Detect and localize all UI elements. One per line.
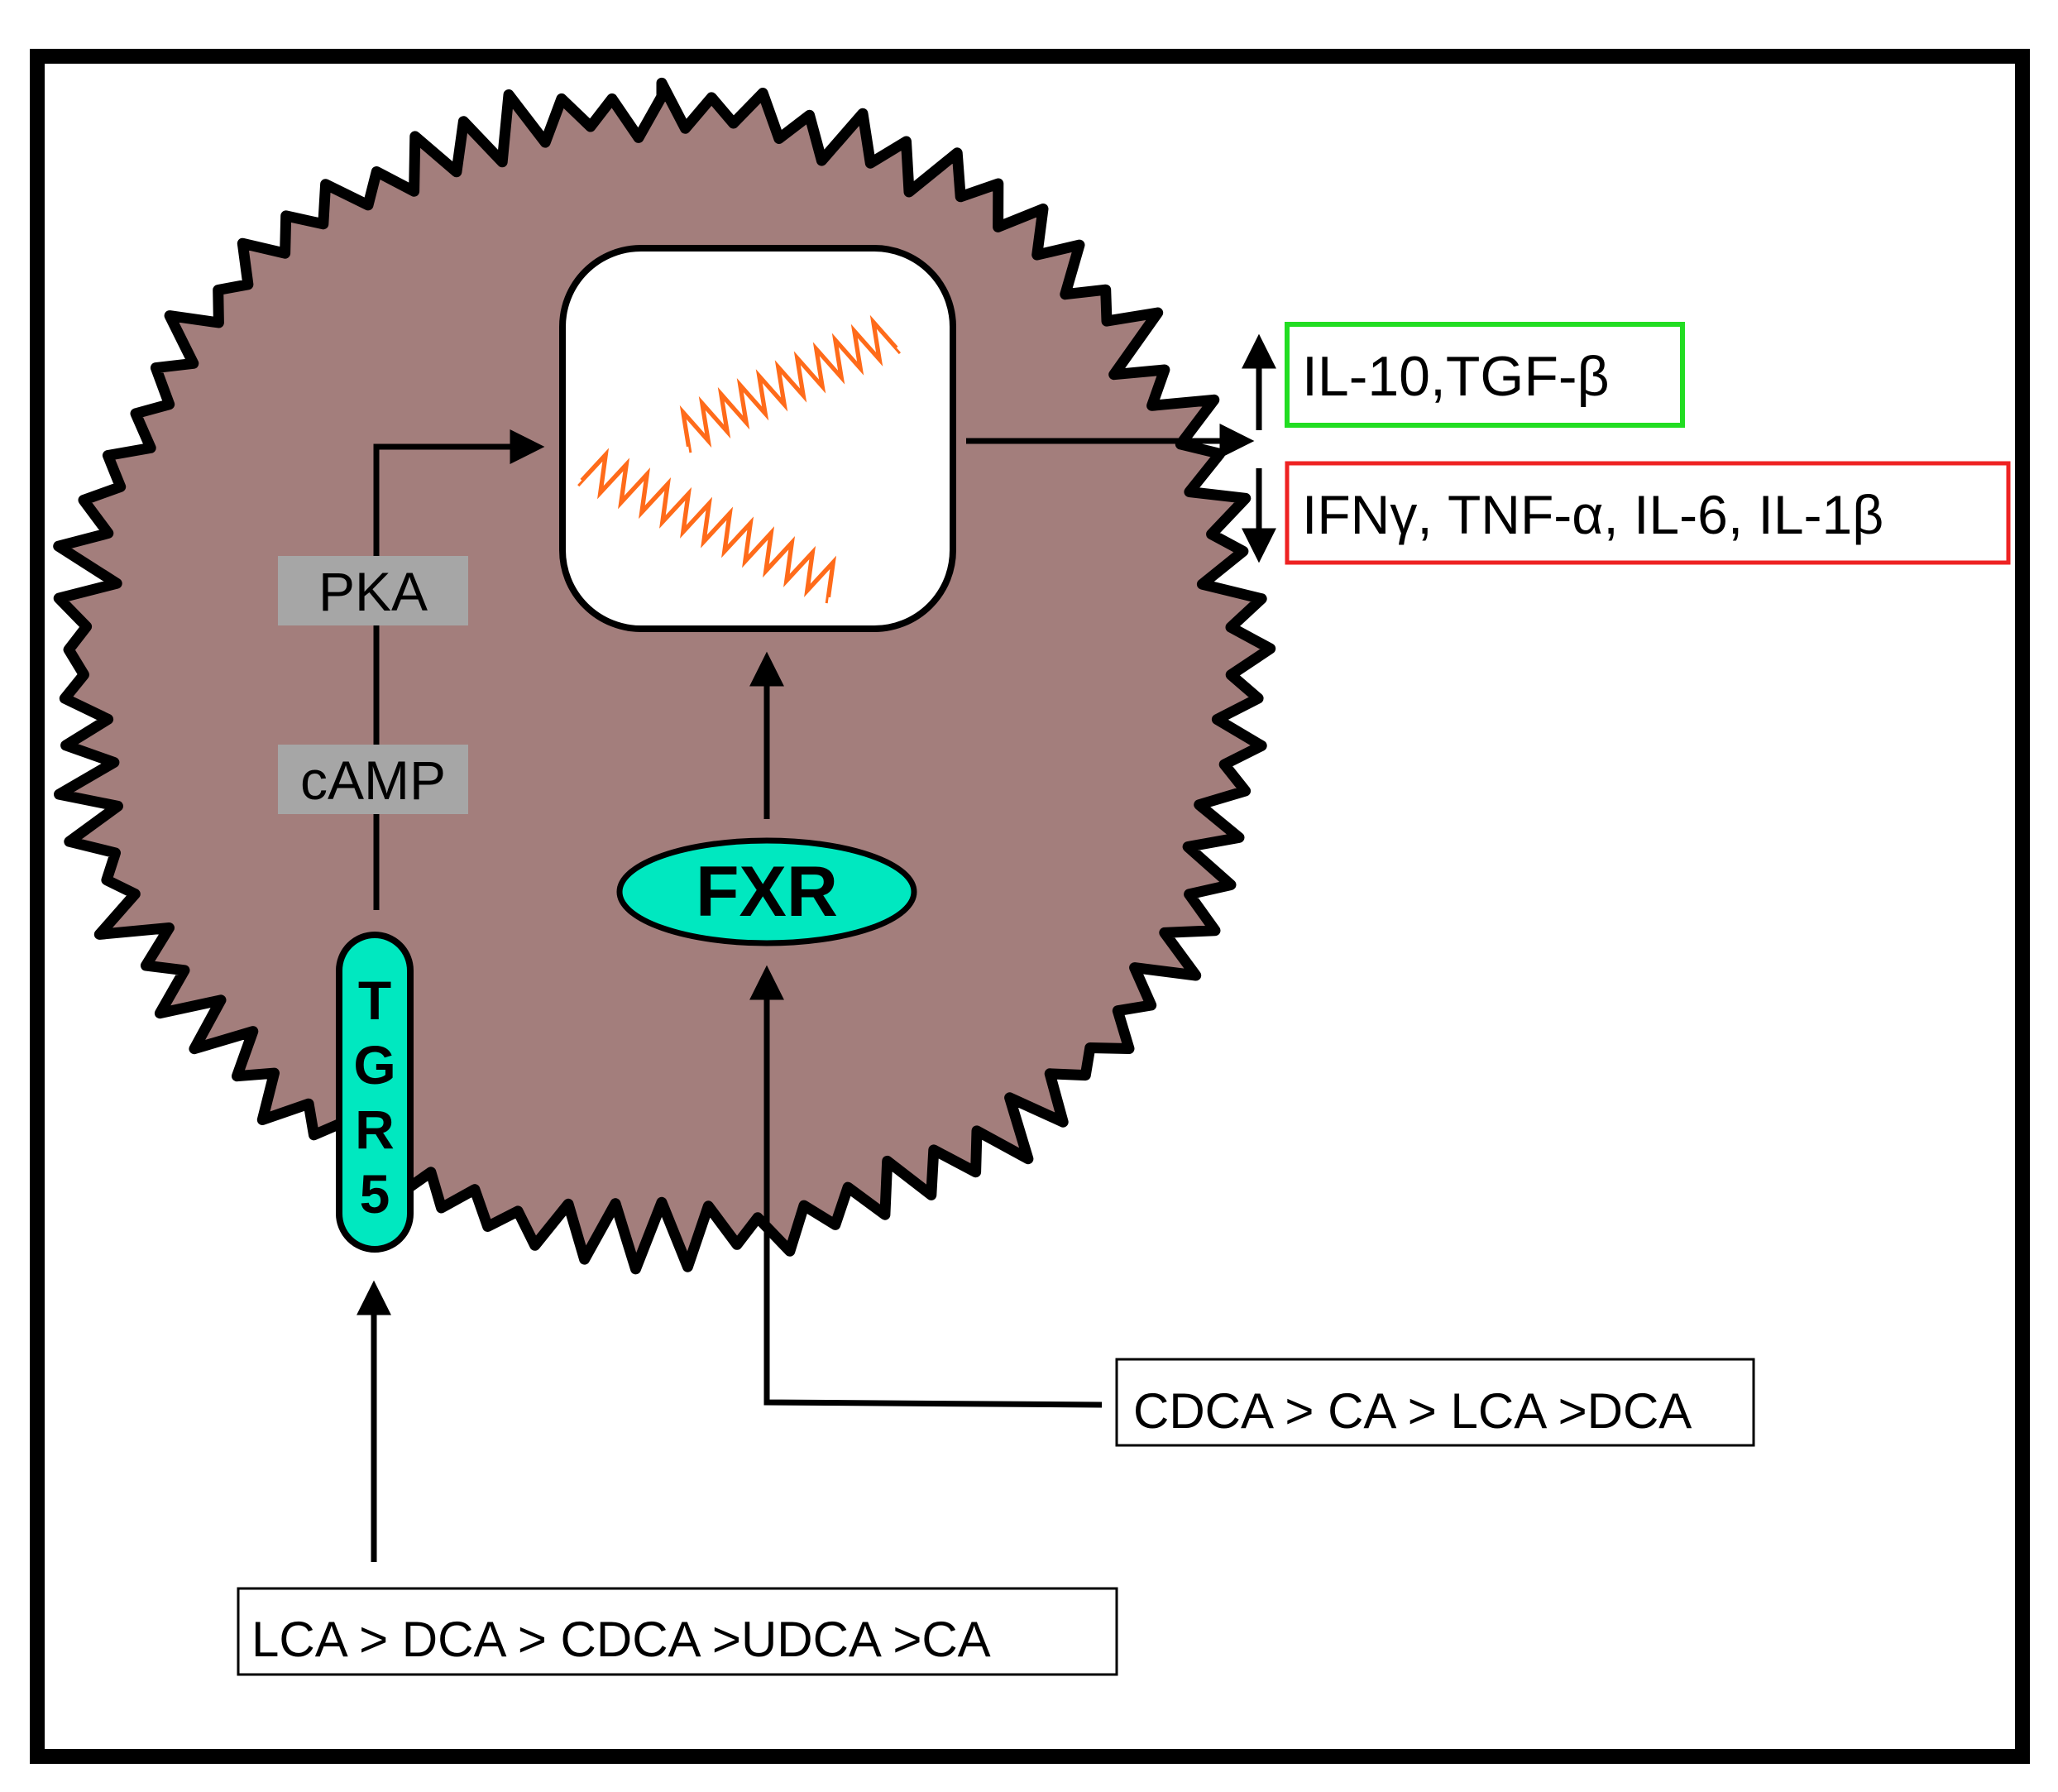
fxr-label: FXR	[696, 852, 838, 932]
tgr5-ligands-box	[237, 1587, 1118, 1676]
upregulated-cytokines-box	[1285, 322, 1685, 428]
fxr-ligands-box	[1115, 1358, 1755, 1447]
tgr5-receptor	[336, 932, 414, 1253]
dna-strand-upper	[679, 314, 898, 448]
tgr5-letter-r: R	[355, 1099, 395, 1160]
dna-strand-lower-2	[577, 453, 834, 604]
camp-label: cAMP	[300, 750, 446, 811]
fxr-ligands-label: CDCA > CA > LCA >DCA	[1133, 1383, 1692, 1439]
pka-label: PKA	[318, 561, 428, 622]
pka-box	[278, 556, 468, 625]
fxr-receptor	[616, 837, 917, 946]
tgr5-letter-g: G	[353, 1034, 395, 1095]
camp-box	[278, 745, 468, 814]
tgr5-letter-t: T	[358, 970, 391, 1031]
nucleus	[559, 245, 956, 632]
tgr5-letter-5: 5	[360, 1163, 390, 1224]
dna-strand-upper-2	[682, 320, 902, 453]
tgr5-ligands-label: LCA > DCA > CDCA >UDCA >CA	[251, 1612, 991, 1667]
downregulated-cytokines-label: IFNγ, TNF-α, IL-6, IL-1β	[1302, 484, 1883, 545]
dna-strand-lower	[580, 448, 837, 598]
fxr-ligand-arrow	[749, 965, 1103, 1408]
downregulated-cytokines-box	[1285, 461, 2011, 565]
upregulated-cytokines-label: IL-10,TGF-β	[1302, 345, 1610, 408]
dna-icon	[577, 314, 902, 604]
